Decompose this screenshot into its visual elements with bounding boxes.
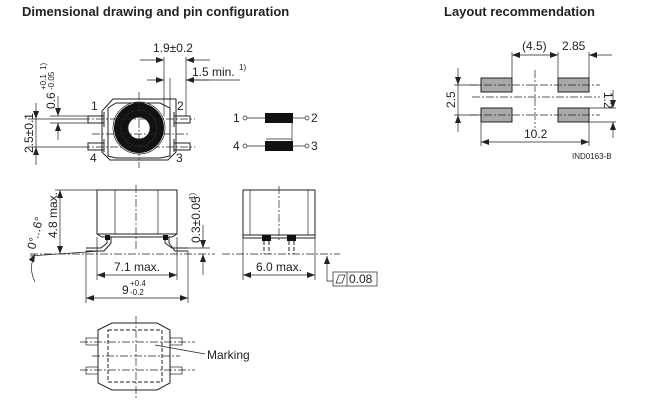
- dim-total-tol-plus: +0.4: [130, 279, 146, 288]
- dim-total: 10.2: [524, 127, 548, 141]
- dim-height: 4.8 max.: [46, 192, 60, 238]
- end-view: 6.0 max. 0.08: [222, 186, 378, 287]
- layout-recommendation: (4.5) 2.85 2.5 1.2 10.2 IND0163-B: [444, 39, 616, 161]
- dim-total-length: 9: [122, 283, 129, 297]
- dim-lead-width-note: 1): [39, 63, 48, 70]
- schematic-pin-1: 1: [233, 111, 240, 125]
- dim-lead-width: 0.6: [44, 92, 58, 109]
- bottom-view: Marking: [80, 316, 250, 398]
- dim-lead-width-tol-plus: +0.1: [39, 74, 48, 90]
- side-body: [96, 189, 178, 235]
- drawing-id: IND0163-B: [572, 152, 612, 161]
- top-view: 1 2 3 4 1.9±0.2 1.5 min. 1) 2.5±0.1 0.6 …: [22, 41, 246, 168]
- flatness-icon: [335, 274, 346, 284]
- schematic-pin-4: 4: [233, 139, 240, 153]
- side-view: 4.8 max. 0°...6° 0.3±0.05 1) 7.1 max. 9 …: [24, 185, 215, 303]
- schematic-pin-2: 2: [311, 111, 318, 125]
- dim-pad-pitch: 2.5: [444, 91, 458, 108]
- dim-lead-pitch: 1.9±0.2: [153, 41, 193, 55]
- drawing-title: Dimensional drawing and pin configuratio…: [22, 4, 290, 19]
- layout-title: Layout recommendation: [444, 4, 595, 19]
- dim-lead-min-note: 1): [239, 63, 246, 72]
- dim-pad-length: 2.85: [562, 39, 586, 53]
- winding-1: [265, 113, 293, 123]
- pin-label-3: 3: [176, 151, 183, 165]
- marking-label: Marking: [207, 348, 250, 362]
- dim-pad-width: 1.2: [601, 92, 615, 109]
- dim-lead-width-tol-minus: -0.05: [47, 71, 56, 90]
- dim-gap: (4.5): [522, 39, 547, 53]
- flatness-value: 0.08: [349, 272, 373, 286]
- bottom-outline: [97, 322, 171, 391]
- dim-standoff-note: 1): [188, 193, 197, 200]
- pin-label-4: 4: [90, 151, 97, 165]
- pin-schematic: 1 2 4 3: [233, 111, 318, 153]
- dim-total-tol-minus: -0.2: [130, 288, 144, 297]
- dim-standoff: 0.3±0.05: [189, 196, 203, 243]
- pin-label-2: 2: [177, 99, 184, 113]
- winding-2: [265, 141, 293, 151]
- dim-width: 6.0 max.: [256, 260, 302, 274]
- pin-label-1: 1: [91, 99, 98, 113]
- dim-pin-spacing: 2.5±0.1: [22, 113, 36, 153]
- flatness-frame: [332, 271, 378, 287]
- schematic-pin-3: 3: [311, 139, 318, 153]
- dim-body-length: 7.1 max.: [114, 260, 160, 274]
- dim-lead-min: 1.5 min.: [192, 65, 235, 79]
- dim-angle: 0°...6°: [24, 215, 46, 251]
